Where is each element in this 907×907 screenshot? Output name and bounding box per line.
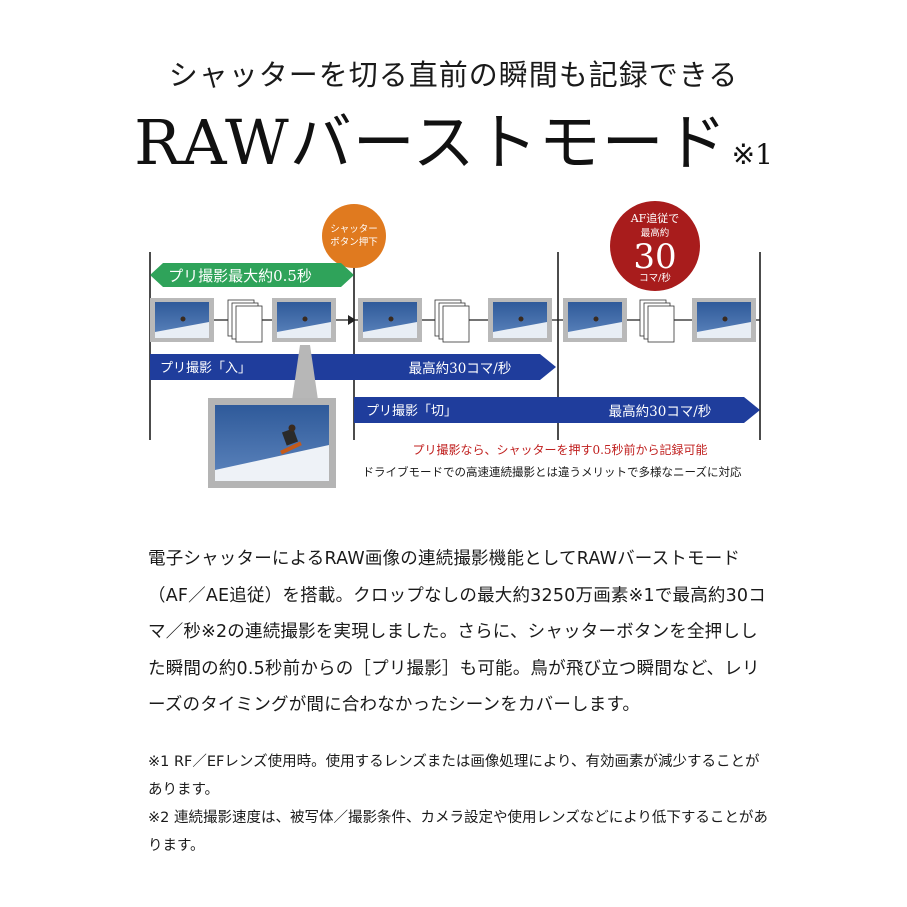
pre-shoot-duration-label: プリ撮影最大約0.5秒 (168, 267, 312, 285)
burst-timeline-diagram: シャッター ボタン押下 AF追従で 最高約 30 コマ/秒 プリ撮影最大約0.5… (149, 201, 761, 488)
af-badge-unit: コマ/秒 (639, 272, 671, 284)
feature-paragraph: 電子シャッターによるRAW画像の連続撮影機能としてRAWバーストモード（AF／A… (148, 549, 766, 715)
frame-thumbnail (563, 298, 627, 342)
title-footnote-mark: ※1 (731, 138, 773, 171)
diagram-caption-black: ドライブモードでの高速連続撮影とは違うメリットで多様なニーズに対応 (363, 465, 742, 479)
frame-stack-icon (639, 299, 675, 343)
pre-shoot-on-label: プリ撮影「入」 (160, 360, 251, 376)
enlarged-frame (208, 398, 336, 488)
frame-strip (150, 298, 760, 343)
frame-thumbnail (488, 298, 552, 342)
enlarge-callout-pointer (292, 345, 318, 400)
frame-thumbnail (150, 298, 214, 342)
page-title: RAWバーストモード (134, 106, 728, 179)
pre-shoot-on-rate: 最高約30コマ/秒 (409, 360, 512, 377)
shutter-badge-line2: ボタン押下 (330, 236, 378, 248)
pre-shoot-off-bar: プリ撮影「切」 最高約30コマ/秒 (354, 397, 760, 423)
footnote-1: ※1 RF／EFレンズ使用時。使用するレンズまたは画像処理により、有効画素が減少… (148, 754, 760, 798)
frame-stack-icon (434, 299, 470, 343)
snowboarder-figure (280, 424, 302, 455)
af-badge-line1: AF追従で (630, 211, 680, 225)
page-subtitle: シャッターを切る直前の瞬間も記録できる (168, 58, 739, 92)
af-tracking-badge: AF追従で 最高約 30 コマ/秒 (610, 201, 700, 291)
diagram-caption-red: プリ撮影なら、シャッターを押す0.5秒前から記録可能 (412, 442, 707, 457)
af-badge-number: 30 (633, 237, 676, 277)
feature-description: 電子シャッターによるRAW画像の連続撮影機能としてRAWバーストモード（AF／A… (148, 541, 768, 724)
page-title-row: RAWバーストモード※1 (0, 92, 907, 182)
frame-stack-icon (227, 299, 263, 343)
footnote-2: ※2 連続撮影速度は、被写体／撮影条件、カメラ設定や使用レンズなどにより低下する… (148, 810, 768, 854)
frame-thumbnail (272, 298, 336, 342)
shutter-badge-line1: シャッター (330, 224, 378, 235)
pre-shoot-off-rate: 最高約30コマ/秒 (609, 403, 712, 420)
shutter-press-badge: シャッター ボタン押下 (322, 204, 386, 268)
pre-shoot-duration-arrow: プリ撮影最大約0.5秒 (150, 263, 354, 287)
pre-shoot-off-label: プリ撮影「切」 (366, 403, 457, 419)
af-badge-line2: 最高約 (641, 227, 670, 239)
frame-thumbnail (358, 298, 422, 342)
pre-shoot-on-bar: プリ撮影「入」 最高約30コマ/秒 (150, 354, 556, 380)
frame-thumbnail (692, 298, 756, 342)
